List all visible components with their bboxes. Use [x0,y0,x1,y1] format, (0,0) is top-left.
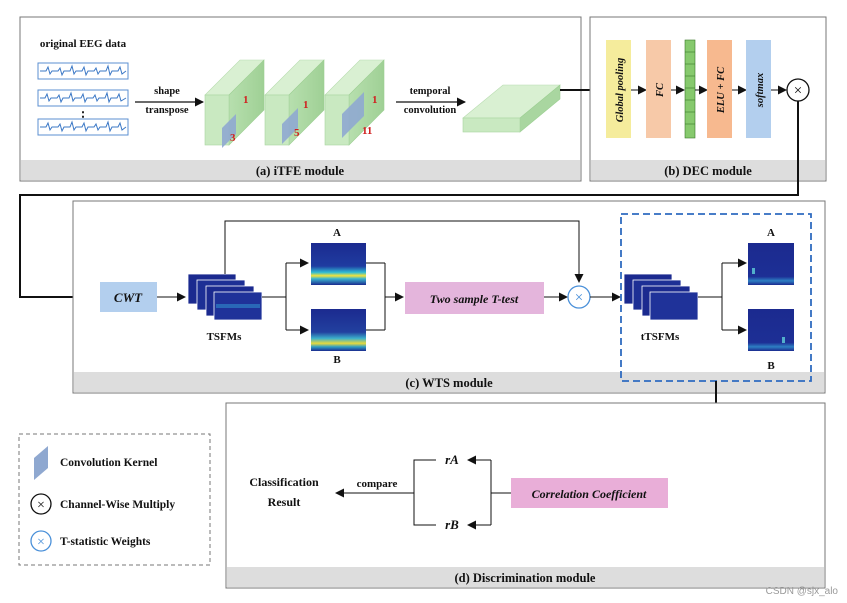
kernel-3-top-label: 1 [372,94,378,106]
class-b2-label: B [767,360,775,372]
feature-tensor-2: 1 5 [264,59,325,146]
cwt-label: CWT [114,290,143,305]
temporal-label: temporal [410,86,451,97]
multiply-legend-symbol: × [37,498,45,513]
ttsfms-label: tTSFMs [641,331,680,343]
eeg-signal-strip-1 [37,62,129,80]
feature-tensor-3: 1 11 [324,59,385,146]
feature-tensor-1: 1 3 [204,59,265,148]
shape-label: shape [154,86,180,97]
transpose-label: transpose [145,105,189,116]
fc-block [646,40,671,138]
class-b-label: B [333,354,341,366]
convolution-kernel-1 [222,114,236,148]
ttest-label: Two sample T-test [430,292,519,306]
wts-module-title: (c) WTS module [405,376,493,390]
legend-kernel-label: Convolution Kernel [60,457,157,469]
tstat-legend-icon [30,530,52,552]
softmax-label: softmax [755,73,766,108]
tstat-weight-symbol: × [575,290,583,306]
tsfms-stack [187,273,263,321]
feature-vector [684,39,696,139]
result-label: Result [268,495,301,509]
kernel-legend-icon [34,446,48,480]
convolution-kernel-2 [282,108,298,144]
temporal-feature-slab [462,84,561,133]
class-a2-label: A [767,227,775,239]
compare-label: compare [357,478,398,490]
eeg-signal-strip-3 [37,118,129,136]
dec-module: (b) DEC module Global pooling FC ELU + F… [589,16,827,182]
itfe-module-title: (a) iTFE module [256,164,345,178]
kernel-3-bottom-label: 11 [362,125,372,137]
class-b-weighted-map [748,309,794,351]
correlation-block [511,478,668,508]
kernel-2-bottom-label: 5 [294,127,300,139]
class-a-weighted-map [748,243,794,285]
class-a-label: A [333,227,341,239]
eeg-signal-strip-2 [37,89,129,107]
multiply-legend-icon [30,493,52,515]
class-a-feature-map [311,243,366,285]
ra-label: rA [445,452,459,467]
kernel-1-bottom-label: 3 [230,132,236,144]
ttsfms-stack [623,273,699,321]
wts-module: (c) WTS module CWT TSFMs A B Two sample … [72,200,826,394]
convolution-kernel-3 [342,92,364,138]
cwt-block [100,282,157,312]
dec-to-wts-connector [19,101,799,302]
legend-tstat-label: T-statistic Weights [60,536,151,548]
dec-module-title: (b) DEC module [664,164,752,178]
rb-label: rB [445,517,459,532]
itfe-module: (a) iTFE module original EEG data ⋮ shap… [19,16,582,182]
channel-multiply-symbol: × [794,83,802,99]
tsfms-skip-connector [224,220,584,283]
softmax-block [746,40,771,138]
watermark: CSDN @sjx_alo [766,586,839,597]
discrimination-module: (d) Discrimination module Correlation Co… [225,402,826,589]
global-pooling-block [606,40,631,138]
class-b-feature-map [311,309,366,351]
elu-fc-block [707,40,732,138]
eeg-data-title: original EEG data [40,38,127,50]
legend-multiply-label: Channel-Wise Multiply [60,499,175,511]
disc-module-title: (d) Discrimination module [455,571,596,585]
fc-label: FC [655,82,666,98]
kernel-2-top-label: 1 [303,99,309,111]
classification-label: Classification [249,475,319,489]
tsfms-label: TSFMs [207,331,243,343]
legend: Convolution Kernel × Channel-Wise Multip… [18,433,211,566]
ttest-block [405,282,544,314]
correlation-label: Correlation Coefficient [532,487,647,501]
global-pooling-label: Global pooling [615,58,626,122]
tstat-legend-symbol: × [37,535,45,550]
kernel-1-top-label: 1 [243,94,249,106]
elu-fc-label: ELU + FC [716,66,727,114]
convolution-label: convolution [404,105,457,116]
